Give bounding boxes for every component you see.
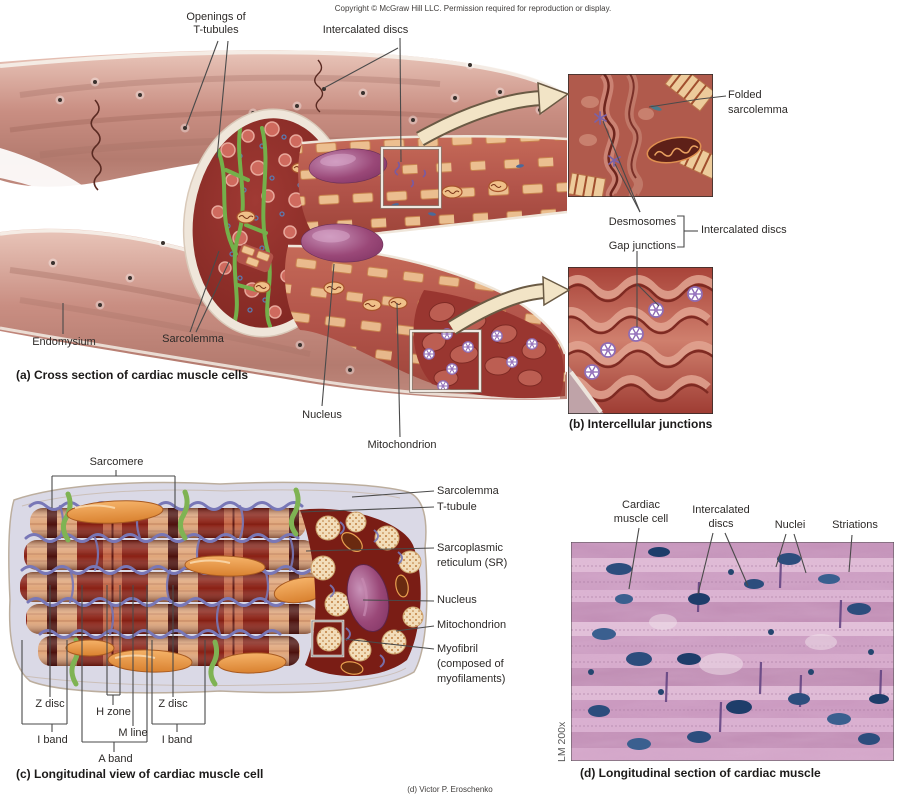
- label-i-band-right: I band: [161, 734, 193, 746]
- copyright-text: Copyright © McGraw Hill LLC. Permission …: [334, 4, 612, 13]
- magnification-label: LM 200x: [556, 721, 568, 762]
- cut-mitochondria: [340, 532, 409, 675]
- label-mitochondrion-a: Mitochondrion: [367, 439, 437, 451]
- panel-c-illustration: [8, 481, 428, 694]
- label-intercalated-discs-b: Intercalated discs: [701, 224, 787, 236]
- label-sarcoplasmic-reticulum: Sarcoplasmic reticulum (SR): [437, 542, 508, 569]
- label-nucleus-a: Nucleus: [302, 409, 342, 421]
- label-myofibril: Myofibril (composed of myofilaments): [437, 643, 506, 685]
- label-endomysium: Endomysium: [32, 336, 96, 348]
- light-patches: [649, 614, 837, 675]
- label-folded-sarcolemma: Folded sarcolemma: [728, 89, 788, 116]
- label-h-zone: H zone: [96, 706, 131, 718]
- label-sarcolemma-c: Sarcolemma: [437, 485, 499, 497]
- nucleus: [346, 563, 390, 633]
- panel-a-illustration: [0, 50, 568, 400]
- label-nuclei: Nuclei: [774, 519, 806, 531]
- label-mitochondrion-c: Mitochondrion: [437, 619, 507, 631]
- mitochondria: [65, 500, 331, 674]
- gap-junction-flowers: [584, 286, 703, 380]
- label-z-disc-right: Z disc: [158, 698, 188, 710]
- caption-panel-d: (d) Longitudinal section of cardiac musc…: [580, 766, 821, 780]
- t-tubules: [60, 487, 301, 687]
- label-m-line: M line: [118, 727, 148, 739]
- capillary: [90, 99, 102, 191]
- mitochondrion-art: [646, 136, 702, 164]
- label-gap-junctions: Gap junctions: [608, 240, 676, 252]
- caption-panel-c: (c) Longitudinal view of cardiac muscle …: [16, 767, 264, 781]
- label-t-tubule: T-tubule: [437, 501, 477, 513]
- panel-d-micrograph: [571, 542, 894, 761]
- photo-credit: (d) Victor P. Eroschenko: [407, 785, 493, 794]
- label-z-disc-left: Z disc: [35, 698, 65, 710]
- caption-panel-a: (a) Cross section of cardiac muscle cell…: [16, 368, 249, 382]
- panel-b-bottom-inset: [568, 267, 713, 414]
- emerging-striped-bundle: [236, 243, 274, 273]
- label-i-band-left: I band: [37, 734, 68, 746]
- label-intercalated-discs-a: Intercalated discs: [322, 24, 409, 36]
- label-intercalated-discs-d: Intercalated discs: [692, 504, 750, 530]
- label-nucleus-c: Nucleus: [437, 594, 477, 606]
- panel-b-top-inset: [568, 74, 713, 197]
- label-a-band: A band: [98, 753, 133, 765]
- folded-end: [413, 290, 564, 399]
- label-desmosomes: Desmosomes: [608, 216, 676, 228]
- label-openings-of-t-tubules: Openings of T-tubules: [186, 11, 246, 36]
- capillary: [314, 59, 324, 113]
- sarcoplasmic-reticulum: [20, 501, 312, 639]
- label-cardiac-muscle-cell: Cardiac muscle cell: [613, 499, 669, 525]
- mitochondria: [441, 179, 508, 199]
- label-sarcomere: Sarcomere: [89, 456, 144, 468]
- label-striations: Striations: [832, 519, 878, 531]
- label-sarcolemma-a: Sarcolemma: [162, 333, 224, 345]
- caption-panel-b: (b) Intercellular junctions: [569, 417, 713, 431]
